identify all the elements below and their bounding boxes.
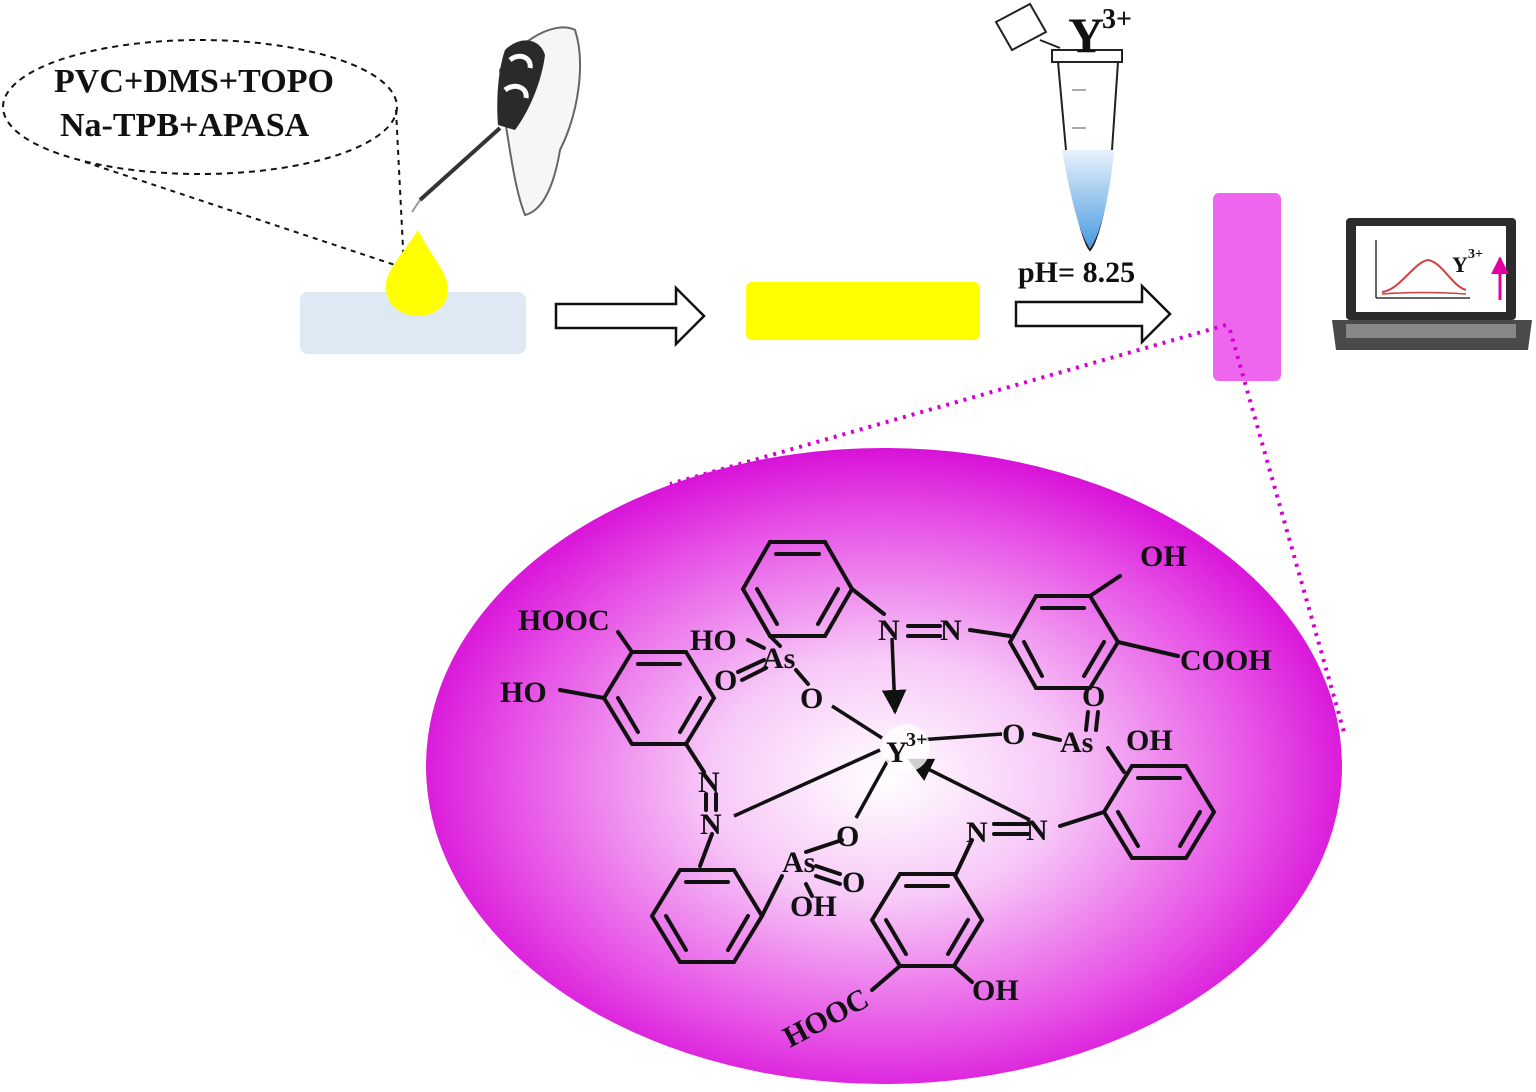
label-o-link-bottom: O xyxy=(836,820,859,853)
pink-sensor-strip xyxy=(1213,193,1281,381)
label-o-dbl-right: O xyxy=(1082,680,1105,713)
eppendorf-tube-icon xyxy=(994,2,1123,252)
glass-slide xyxy=(300,292,526,354)
process-arrow-2 xyxy=(1014,282,1172,346)
label-as-top: As xyxy=(762,642,795,675)
label-o-dbl-bottom: O xyxy=(842,866,865,899)
zoom-line-right xyxy=(1228,329,1346,733)
label-oh-as-bottom: OH xyxy=(790,890,837,923)
zoom-line-left xyxy=(669,323,1227,486)
analyte-charge: 3+ xyxy=(1102,4,1132,35)
label-n-bot-2: N xyxy=(1026,814,1048,847)
label-hooc-left: HOOC xyxy=(518,604,610,637)
label-oh-as-right: OH xyxy=(1126,724,1173,757)
spectrum-charge: 3+ xyxy=(1468,247,1483,262)
label-as-bottom: As xyxy=(782,846,815,879)
label-ho-as-top: HO xyxy=(690,624,737,657)
laptop-icon xyxy=(1332,218,1532,350)
label-n-bot-1: N xyxy=(966,816,988,849)
callout-dashed-line xyxy=(395,109,405,269)
callout-dashed-line-2 xyxy=(84,161,405,269)
label-ho-left: HO xyxy=(500,676,547,709)
label-cooh-right: COOH xyxy=(1180,644,1272,677)
analyte-symbol: Y xyxy=(1068,7,1104,63)
label-n-top-2: N xyxy=(940,614,962,647)
label-n-top-1: N xyxy=(878,614,900,647)
yellow-membrane xyxy=(746,282,980,340)
label-as-right: As xyxy=(1060,726,1093,759)
label-o-link-right: O xyxy=(1002,718,1025,751)
spectrum-label: Y xyxy=(1452,252,1468,277)
label-oh-top: OH xyxy=(1140,540,1187,573)
process-arrow-1 xyxy=(554,284,706,348)
label-o-dbl-top: O xyxy=(714,664,737,697)
components-ellipse xyxy=(2,39,398,175)
label-center-charge: 3+ xyxy=(906,729,927,751)
label-center-y: Y xyxy=(886,736,908,769)
yellow-drop-icon xyxy=(385,230,448,316)
label-n-left-1: N xyxy=(698,766,720,799)
complex-structure xyxy=(558,540,1217,992)
ph-label: pH= 8.25 xyxy=(1018,256,1135,289)
label-oh-bottom: OH xyxy=(972,974,1019,1007)
label-n-left-2: N xyxy=(700,808,722,841)
components-line-1: PVC+DMS+TOPO xyxy=(54,63,334,100)
components-line-2: Na-TPB+APASA xyxy=(60,107,310,144)
label-o-link-top: O xyxy=(800,682,823,715)
gloved-hand-icon xyxy=(411,26,581,217)
